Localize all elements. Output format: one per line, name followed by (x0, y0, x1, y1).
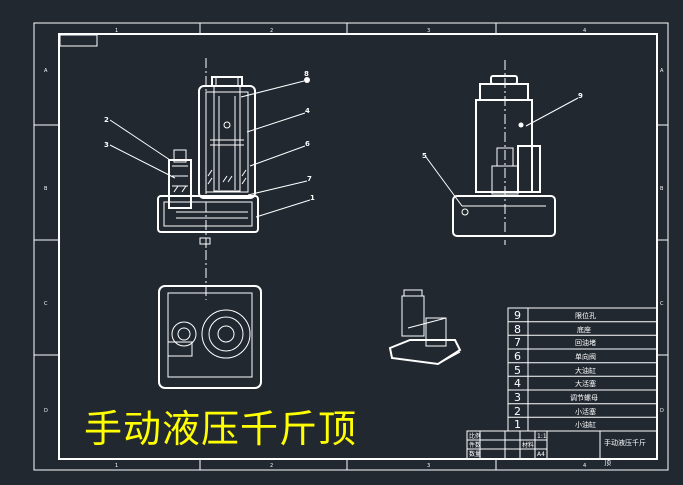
title-block-cell: A4 (537, 451, 545, 458)
corner-label-box (59, 34, 98, 47)
drawing-border (58, 33, 658, 460)
title-block-name-line2: 顶 (604, 459, 611, 467)
zone-letter: C (44, 301, 48, 307)
callout-label: 8 (304, 70, 309, 78)
zone-letter: A (44, 68, 48, 74)
outer-frame (33, 22, 669, 471)
title-block-cell: 比例 (469, 432, 481, 440)
zone-number: 1 (115, 28, 118, 34)
bom-part-name: 大油缸 (575, 366, 596, 375)
bom-number: 5 (514, 364, 521, 377)
bom-number: 9 (514, 309, 521, 322)
callout-label: 7 (307, 175, 312, 183)
front-view-callouts: 8 4 2 3 6 7 1 (104, 70, 315, 218)
zone-number: 4 (583, 28, 586, 34)
zone-letter: B (44, 186, 48, 192)
zone-letter: C (660, 301, 664, 307)
isometric-view (388, 289, 462, 366)
zone-number: 2 (270, 28, 273, 34)
zone-letter: B (660, 186, 664, 192)
callout-label: 6 (305, 140, 310, 148)
zone-letter: D (660, 408, 664, 414)
bom-table (507, 307, 658, 432)
bom-part-name: 底座 (577, 325, 591, 334)
title-block-cell: 材料 (522, 441, 534, 449)
bom-part-name: 大活塞 (575, 379, 596, 388)
title-block-cell: 数量 (469, 450, 481, 458)
title-block-name-line1: 手动液压千斤 (604, 438, 646, 447)
top-view (158, 250, 262, 389)
callout-label: 4 (305, 107, 310, 115)
bom-number: 8 (514, 323, 521, 336)
callout-label: 9 (578, 92, 583, 100)
zone-number: 3 (427, 463, 430, 469)
zone-number: 1 (115, 463, 118, 469)
callout-label: 2 (104, 116, 109, 124)
title-block-cell: 件数 (469, 441, 481, 449)
drawing-title: 手动液压千斤顶 (84, 407, 358, 451)
bom-number: 2 (514, 405, 521, 418)
callout-label: 5 (422, 152, 427, 160)
bom-part-name: 小油缸 (575, 420, 596, 429)
zone-marks-top (34, 23, 668, 470)
bom-part-name: 限位孔 (575, 311, 596, 320)
bom-part-name: 调节螺母 (570, 393, 598, 402)
bom-part-name: 小活塞 (575, 407, 596, 416)
side-view: 9 5 (422, 60, 583, 245)
callout-label: 3 (104, 141, 109, 149)
bom-number: 3 (514, 391, 521, 404)
bom-rows: 9 限位孔 8 底座 7 回油堵 6 单向阀 5 大油缸 4 大活塞 3 调节螺… (514, 309, 598, 431)
bom-part-name: 单向阀 (575, 352, 596, 361)
callout-label: 1 (310, 194, 315, 202)
zone-letter: A (660, 68, 664, 74)
bom-number: 1 (514, 418, 521, 431)
bom-number: 7 (514, 336, 521, 349)
front-section-view (157, 58, 259, 250)
zone-number: 3 (427, 28, 430, 34)
zone-number: 4 (583, 463, 586, 469)
zone-labels: 1 2 3 4 1 2 3 4 A B C D A B C D (44, 28, 664, 469)
zone-number: 2 (270, 463, 273, 469)
bom-part-name: 回油堵 (575, 338, 596, 347)
title-block: 比例 件数 数量 1:1 材料 A4 手动液压千斤 顶 (466, 430, 658, 467)
bom-number: 4 (514, 377, 521, 390)
title-block-cell: 1:1 (537, 433, 547, 440)
bom-number: 6 (514, 350, 521, 363)
zone-letter: D (44, 408, 48, 414)
